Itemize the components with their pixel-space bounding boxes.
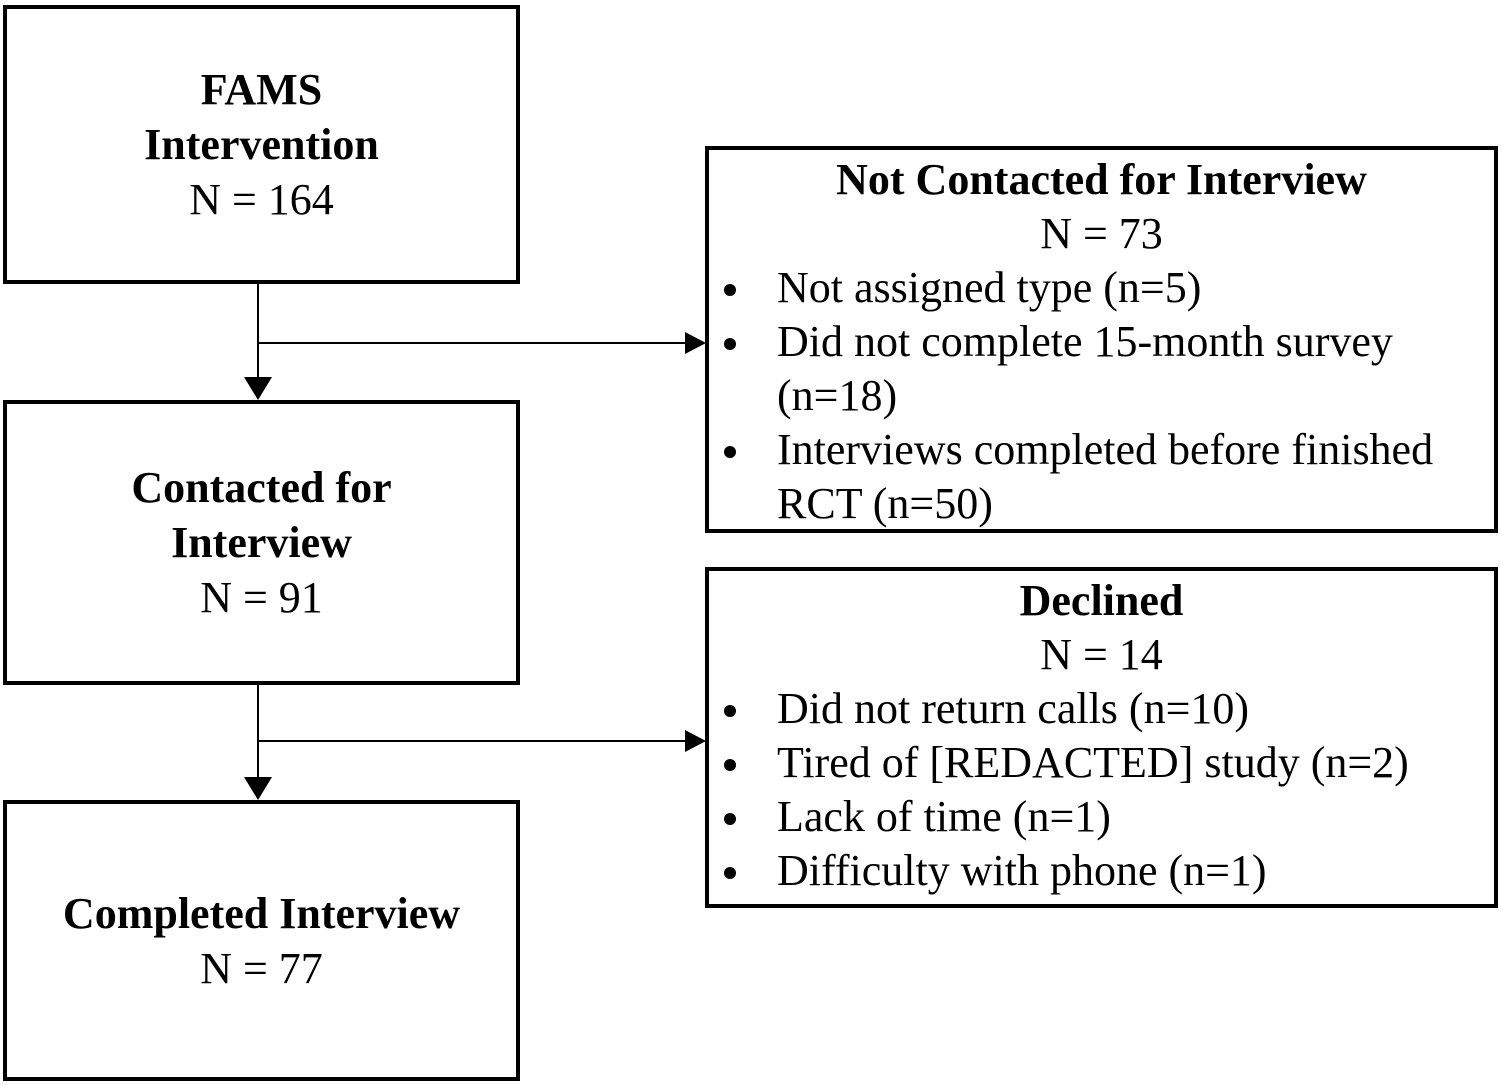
box-title-line: Contacted for bbox=[131, 463, 392, 512]
box-n-value: N = 77 bbox=[200, 943, 323, 993]
connector-line-vertical bbox=[257, 685, 259, 779]
connector-line-vertical bbox=[257, 284, 259, 379]
box-title-line: Intervention bbox=[144, 120, 379, 169]
list-item: Not assigned type (n=5) bbox=[709, 261, 1494, 315]
arrow-down-icon bbox=[244, 777, 272, 800]
box-title: Declined bbox=[1019, 576, 1184, 625]
bullet-icon bbox=[724, 867, 736, 879]
arrow-down-icon bbox=[244, 377, 272, 400]
bullet-text: Difficulty with phone (n=1) bbox=[777, 846, 1267, 895]
connector-line-horizontal bbox=[258, 740, 686, 742]
arrow-right-icon bbox=[685, 730, 706, 752]
box-n-value: N = 73 bbox=[1040, 209, 1163, 258]
box-n-value: N = 164 bbox=[189, 175, 334, 224]
flow-box-contacted-for-interview: Contacted for Interview N = 91 bbox=[3, 400, 520, 685]
box-title-line: Completed Interview bbox=[62, 888, 461, 938]
box-n-value: N = 91 bbox=[200, 573, 323, 622]
bullet-icon bbox=[724, 705, 736, 717]
flow-box-declined: Declined N = 14 Did not return calls (n=… bbox=[705, 567, 1498, 908]
flow-box-not-contacted: Not Contacted for Interview N = 73 Not a… bbox=[705, 146, 1498, 533]
bullet-icon bbox=[724, 813, 736, 825]
bullet-icon bbox=[724, 284, 736, 296]
box-title-line: FAMS bbox=[200, 65, 323, 114]
list-item: Interviews completed before finished RCT… bbox=[709, 423, 1494, 529]
list-item: Did not return calls (n=10) bbox=[709, 682, 1494, 736]
box-title: Not Contacted for Interview bbox=[836, 155, 1367, 204]
list-item: Difficulty with phone (n=1) bbox=[709, 844, 1494, 898]
connector-line-horizontal bbox=[258, 342, 686, 344]
box-n-value: N = 14 bbox=[1040, 630, 1163, 679]
bullet-text: Did not return calls (n=10) bbox=[777, 684, 1250, 733]
box-title-line: Interview bbox=[171, 518, 352, 567]
bullet-text: Lack of time (n=1) bbox=[777, 792, 1111, 841]
bullet-icon bbox=[724, 338, 736, 350]
bullet-icon bbox=[724, 446, 736, 458]
list-item: Lack of time (n=1) bbox=[709, 790, 1494, 844]
bullet-icon bbox=[724, 759, 736, 771]
flow-box-completed-interview: Completed Interview N = 77 bbox=[3, 800, 520, 1081]
bullet-text: Tired of [REDACTED] study (n=2) bbox=[777, 738, 1409, 787]
bullet-text: Did not complete 15-month survey (n=18) bbox=[777, 317, 1393, 420]
list-item: Tired of [REDACTED] study (n=2) bbox=[709, 736, 1494, 790]
list-item: Did not complete 15-month survey (n=18) bbox=[709, 315, 1494, 423]
flow-box-fams-intervention: FAMS Intervention N = 164 bbox=[3, 5, 520, 284]
bullet-text: Not assigned type (n=5) bbox=[777, 263, 1202, 312]
bullet-text: Interviews completed before finished RCT… bbox=[777, 425, 1434, 528]
arrow-right-icon bbox=[685, 332, 706, 354]
